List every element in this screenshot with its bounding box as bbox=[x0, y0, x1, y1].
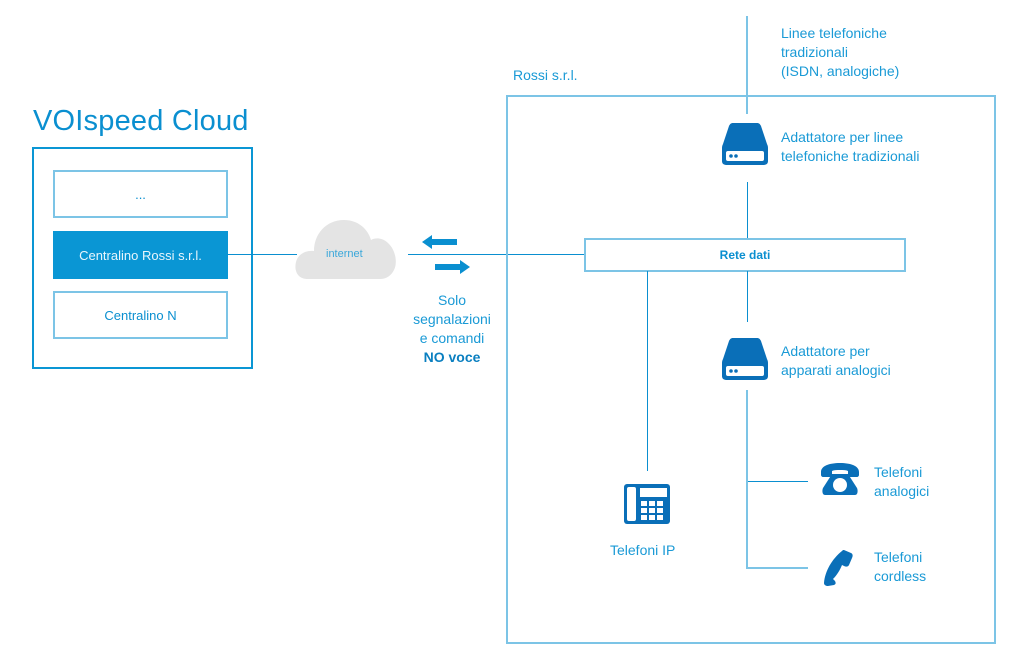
connector-internet-rete bbox=[408, 254, 585, 255]
company-container bbox=[506, 95, 996, 644]
cordless-phones-line-1: Telefoni bbox=[874, 549, 923, 565]
arrow-left-icon bbox=[422, 235, 457, 249]
cloud-item-more[interactable]: ... bbox=[53, 170, 228, 218]
voispeed-cloud-container bbox=[32, 147, 253, 369]
adapter-lines-label: Adattatore per linee telefoniche tradizi… bbox=[781, 128, 920, 166]
external-lines-label: Linee telefoniche tradizionali (ISDN, an… bbox=[781, 24, 899, 81]
adapter-lines-line-2: telefoniche tradizionali bbox=[781, 148, 920, 164]
internet-label: internet bbox=[326, 248, 363, 260]
connector-adapter-lines-rete bbox=[747, 182, 748, 239]
cloud-item-centralino-n[interactable]: Centralino N bbox=[53, 291, 228, 339]
cordless-phones-line-2: cordless bbox=[874, 568, 927, 584]
note-line-4: NO voce bbox=[423, 349, 481, 365]
note-line-1: Solo bbox=[437, 292, 467, 308]
adapter-lines-line-1: Adattatore per linee bbox=[781, 129, 904, 145]
note-line-2: segnalazioni bbox=[413, 311, 491, 327]
connector-rete-adapter-analog bbox=[747, 271, 748, 322]
desk-phone-icon bbox=[624, 484, 670, 524]
external-lines-line-2: tradizionali bbox=[781, 44, 848, 60]
external-lines-line-1: Linee telefoniche bbox=[781, 25, 887, 41]
analog-phones-line-1: Telefoni bbox=[874, 464, 923, 480]
adapter-analog-icon bbox=[722, 338, 768, 380]
connector-centralino-internet bbox=[227, 254, 297, 255]
adapter-lines-icon bbox=[722, 123, 768, 165]
external-lines-line-3: (ISDN, analogiche) bbox=[781, 63, 900, 79]
cloud-icon bbox=[295, 220, 396, 279]
adapter-analog-line-1: Adattatore per bbox=[781, 343, 870, 359]
company-label: Rossi s.r.l. bbox=[513, 67, 578, 83]
connector-adapter-analog-phones bbox=[746, 390, 748, 569]
arrow-right-icon bbox=[435, 260, 470, 274]
data-network-box: Rete dati bbox=[584, 238, 906, 272]
telephone-icon bbox=[821, 463, 859, 495]
analog-phones-label: Telefoni analogici bbox=[874, 463, 929, 501]
connector-cordless-phones bbox=[746, 567, 808, 569]
cordless-phones-label: Telefoni cordless bbox=[874, 548, 926, 586]
connector-rete-ip-phones bbox=[647, 271, 648, 471]
adapter-analog-line-2: apparati analogici bbox=[781, 362, 891, 378]
handset-icon bbox=[824, 550, 853, 586]
connector-external-lines bbox=[746, 16, 748, 114]
analog-phones-line-2: analogici bbox=[874, 483, 930, 499]
cloud-item-centralino-rossi[interactable]: Centralino Rossi s.r.l. bbox=[53, 231, 228, 279]
connector-analog-phones bbox=[748, 481, 808, 482]
ip-phones-label: Telefoni IP bbox=[610, 542, 676, 558]
adapter-analog-label: Adattatore per apparati analogici bbox=[781, 342, 891, 380]
signaling-note: Solo segnalazioni e comandi NO voce bbox=[404, 291, 500, 367]
note-line-3: e comandi bbox=[419, 330, 485, 346]
cloud-title: VOIspeed Cloud bbox=[33, 105, 249, 137]
